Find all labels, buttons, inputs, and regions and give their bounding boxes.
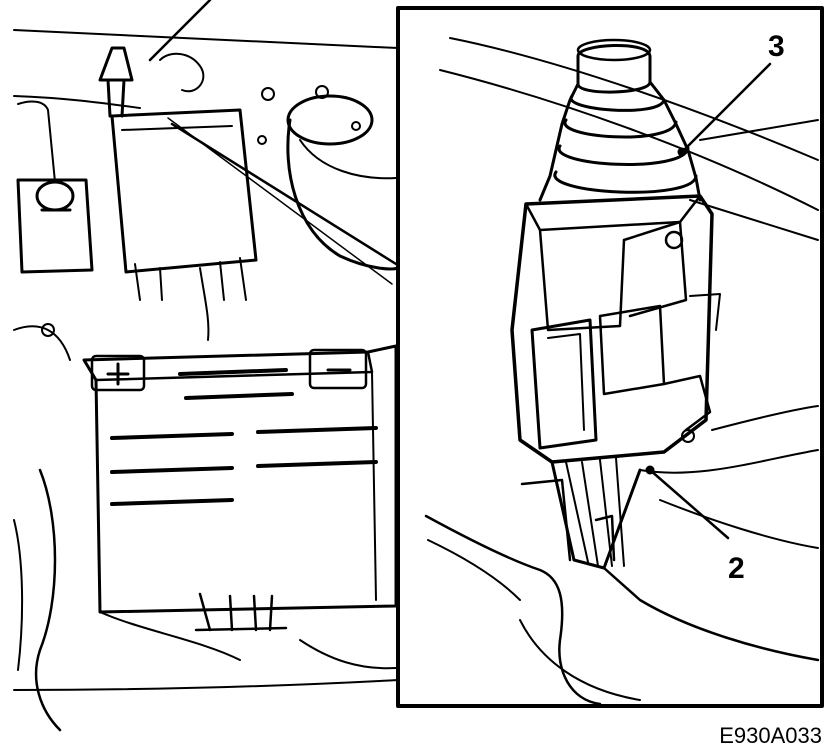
connector-detail bbox=[424, 37, 820, 706]
leader-dot-2 bbox=[645, 465, 655, 475]
fluid-reservoir bbox=[16, 100, 94, 274]
engine-bay-overview bbox=[13, 0, 400, 732]
leader-line-2 bbox=[648, 468, 730, 540]
connector-housing bbox=[510, 194, 721, 464]
leader-dot-3 bbox=[677, 147, 687, 157]
battery bbox=[82, 344, 398, 614]
strut-tower bbox=[286, 85, 400, 271]
wire-harness bbox=[550, 457, 642, 570]
washer-nozzle bbox=[98, 46, 134, 118]
leader-line-3 bbox=[680, 62, 772, 154]
fuse-box bbox=[110, 108, 258, 341]
rubber-boot bbox=[538, 38, 702, 202]
figure-code: E930A033 bbox=[719, 723, 822, 748]
mounting-bracket bbox=[424, 405, 820, 706]
detail-frame bbox=[396, 6, 824, 708]
callout-label-3: 3 bbox=[768, 30, 785, 63]
callout-label-2: 2 bbox=[728, 552, 745, 585]
